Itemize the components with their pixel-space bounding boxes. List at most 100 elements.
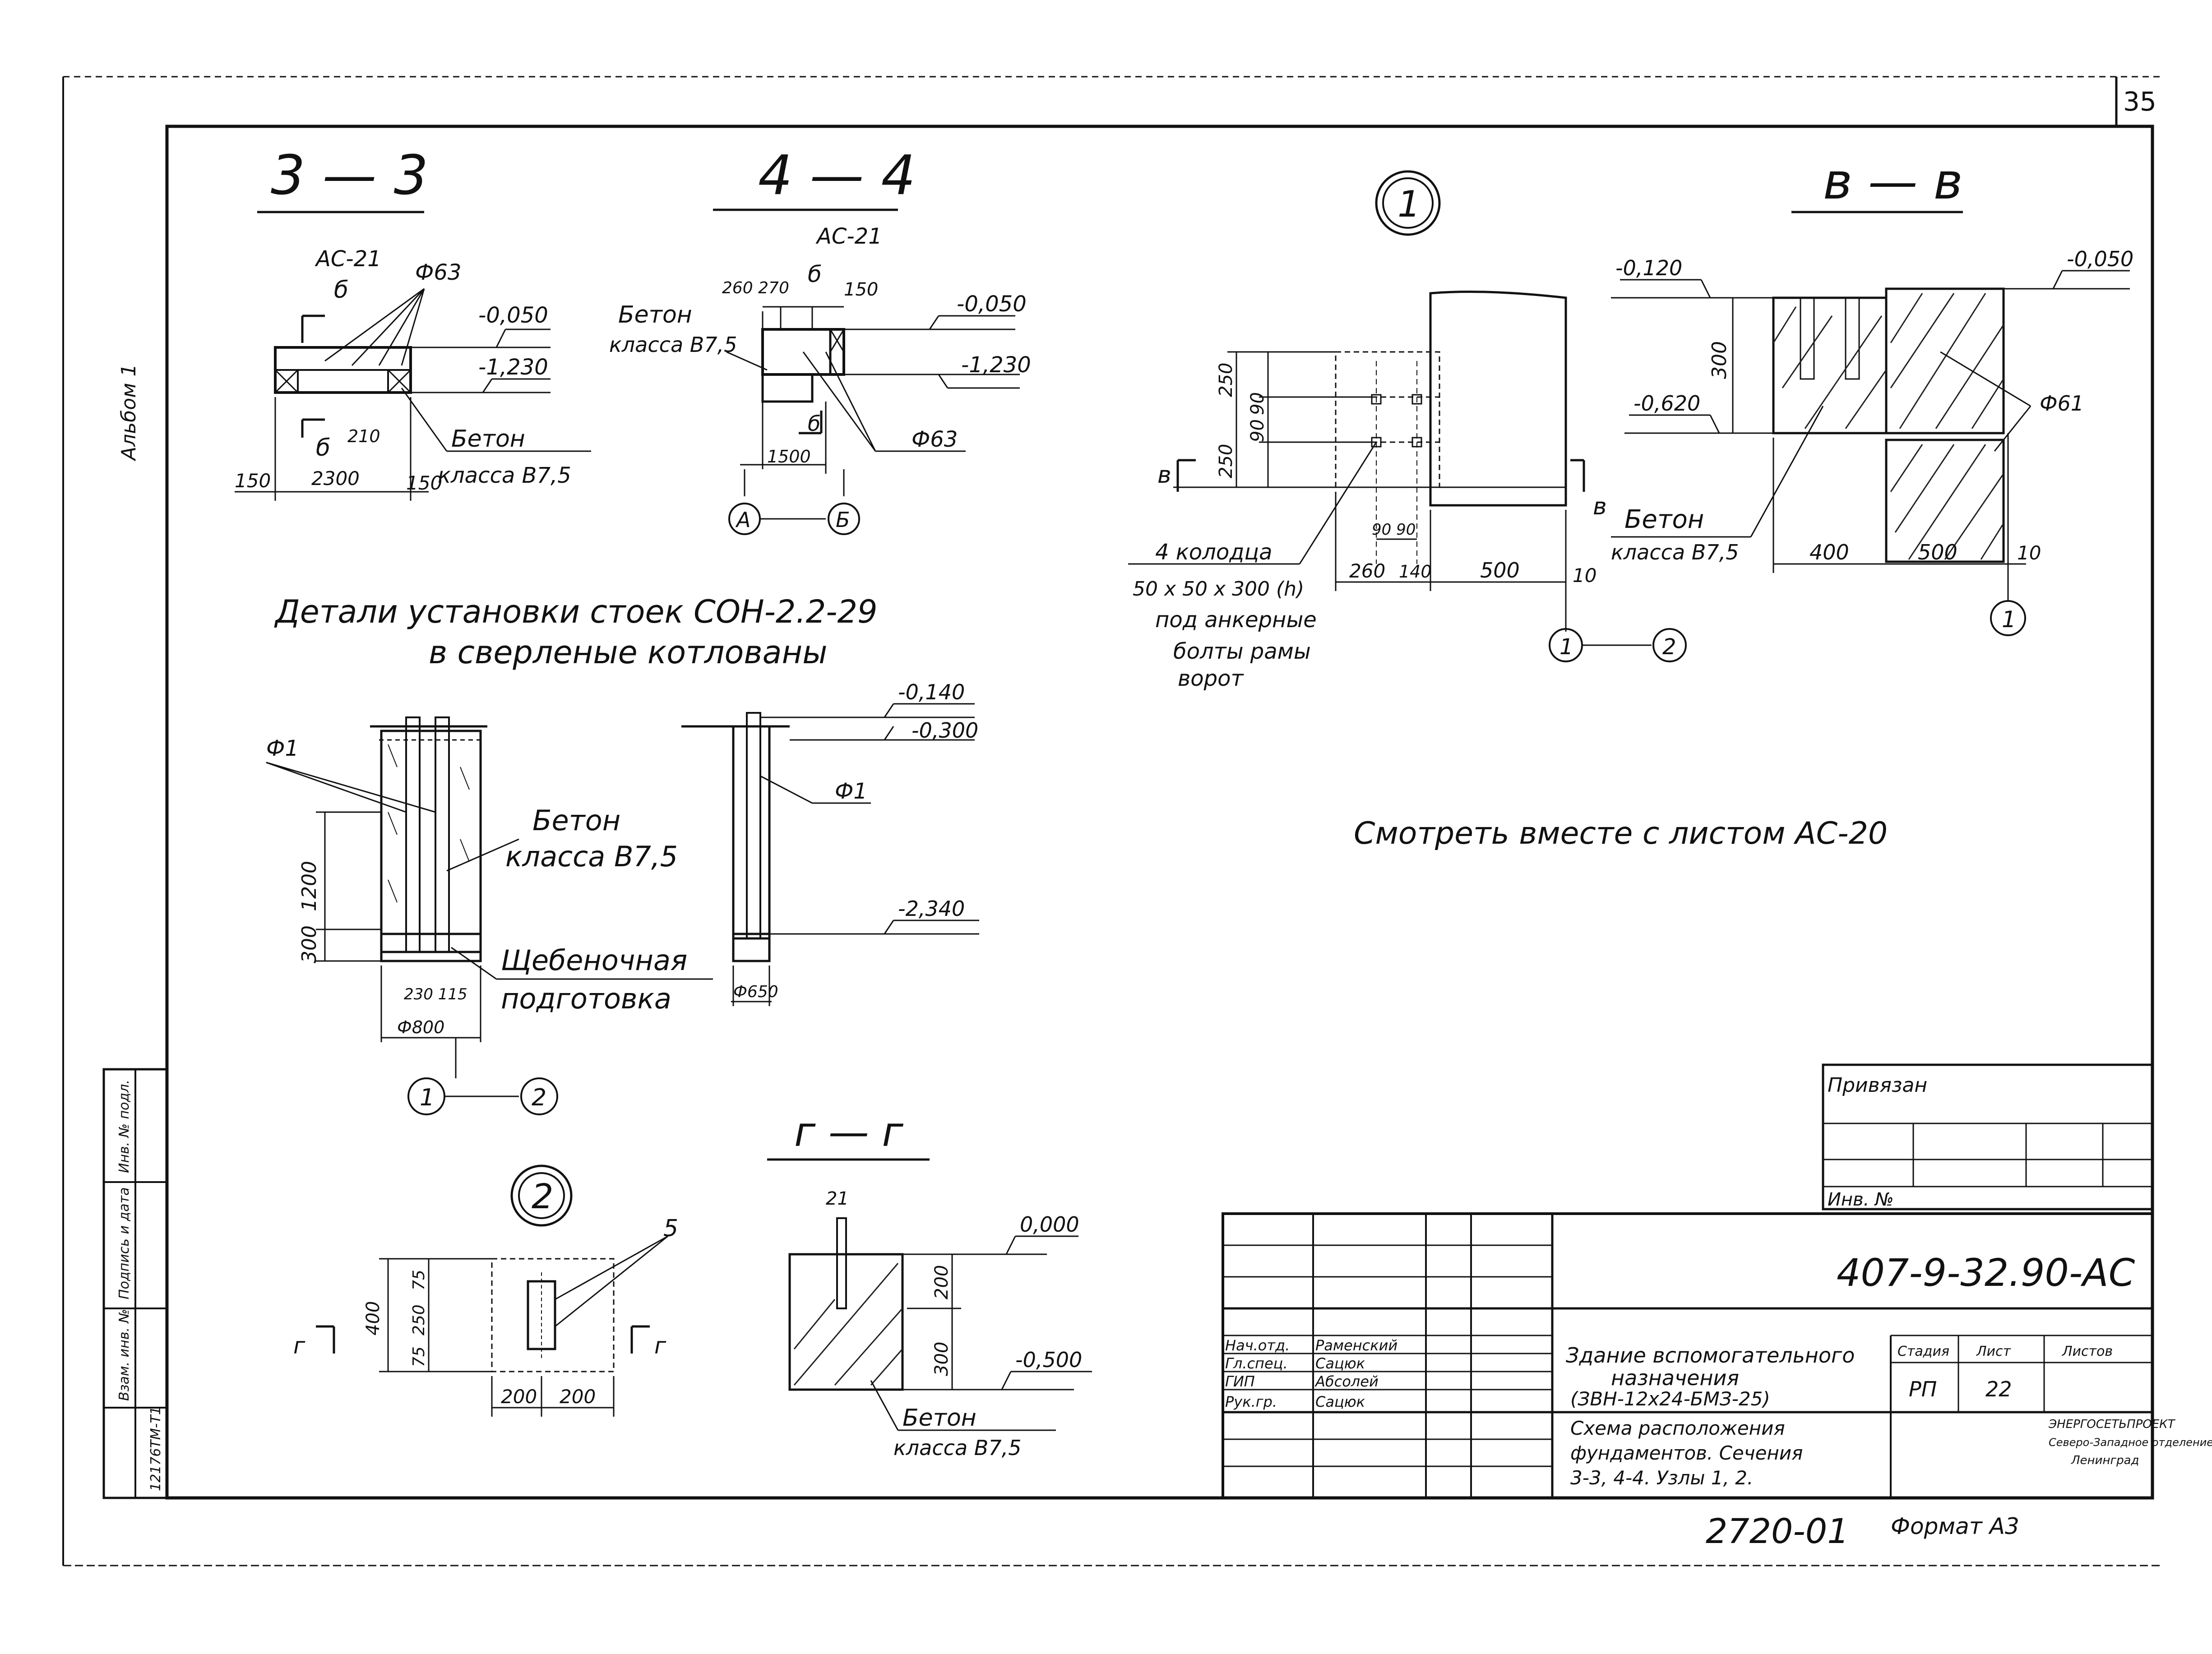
title-block-name-0: Раменский xyxy=(1315,1337,1398,1354)
section-v-v-axis-1: 1 xyxy=(2002,606,2016,633)
section-g-g-dim-200: 200 xyxy=(931,1265,952,1299)
section-v-v-level-1: -0,120 xyxy=(1615,256,1682,280)
node-1-dim-250-bottom: 250 xyxy=(1216,444,1236,478)
title-block-stage-label: Стадия xyxy=(1897,1344,1949,1359)
details-phi1-right: Ф1 xyxy=(835,779,867,804)
section-4-4-dim-150: 150 xyxy=(844,279,878,300)
left-strip xyxy=(102,1068,168,1499)
section-4-4-axis-a: А xyxy=(735,508,750,532)
title-block-sheet-desc-3: 3-3, 4-4. Узлы 1, 2. xyxy=(1570,1467,1753,1489)
node-1-label: 1 xyxy=(1398,183,1421,225)
title-block-org-2: Северо-Западное отделение xyxy=(2049,1436,2212,1449)
node-1-axis-1: 1 xyxy=(1560,634,1573,660)
section-v-v-dim-300: 300 xyxy=(1708,341,1731,379)
title-block-object-2: назначения xyxy=(1611,1366,1739,1390)
node-1-axis-2: 2 xyxy=(1662,634,1676,660)
details-axis-1: 1 xyxy=(420,1084,435,1111)
details-concrete: Бетон xyxy=(532,804,620,837)
title-block-role-1: Гл.спец. xyxy=(1225,1355,1288,1372)
title-block-name-2: Абсолей xyxy=(1314,1373,1379,1390)
section-g-g-title: г — г xyxy=(794,1109,904,1156)
section-4-4-concrete: Бетон xyxy=(618,301,692,328)
title-block-name-1: Сацюк xyxy=(1315,1355,1365,1372)
section-g-g-level-2: -0,500 xyxy=(1015,1348,1082,1372)
section-4-4-phi: Ф63 xyxy=(912,427,958,452)
section-v-v-dim-10: 10 xyxy=(2017,542,2041,564)
node-1-dim-90-a: 90 xyxy=(1247,392,1268,415)
format-label: Формат А3 xyxy=(1891,1513,2019,1539)
title-block-org-3: Ленинград xyxy=(2071,1454,2139,1467)
section-4-4-axis-b: Б xyxy=(836,508,850,532)
section-3-3-concrete-class: класса В7,5 xyxy=(438,463,571,488)
section-3-3-level-top: -0,050 xyxy=(478,303,548,328)
section-4-4-title: 4 — 4 xyxy=(758,144,916,207)
node-1-note-line-5: ворот xyxy=(1178,666,1244,691)
section-g-g: г — г 21 0,000 200 300 -0,500 Бетон клас… xyxy=(767,1109,1092,1460)
title-block-sheets-label: Листов xyxy=(2062,1344,2113,1359)
section-4-4-dim-top: 260 270 xyxy=(722,279,789,297)
node-1-dim-90-b: 90 xyxy=(1247,419,1268,442)
node-1-dim-140: 140 xyxy=(1399,562,1432,582)
title-block-role-3: Рук.гр. xyxy=(1225,1393,1277,1410)
title-block-code: 407-9-32.90-АС xyxy=(1837,1251,2135,1295)
details-gravel: Щебеночная xyxy=(501,944,687,977)
node-2-dim-400: 400 xyxy=(363,1301,384,1335)
section-3-3-concrete: Бетон xyxy=(451,425,525,453)
details-level-3: -2,340 xyxy=(898,896,965,921)
left-strip-zam: Взам. инв. № xyxy=(116,1309,132,1401)
node-2-label: 2 xyxy=(532,1176,553,1216)
node-1-note-line-1: 4 колодца xyxy=(1155,540,1272,565)
node-1-note-line-4: болты рамы xyxy=(1173,639,1311,664)
node-2-leader-5: 5 xyxy=(663,1215,678,1242)
node-2-dim-250: 250 xyxy=(410,1304,428,1335)
details-level-1: -0,140 xyxy=(898,680,965,704)
section-3-3-title: 3 — 3 xyxy=(271,144,428,207)
details-dim-bottom: 230 115 xyxy=(404,985,467,1003)
node-1-cut-right: в xyxy=(1593,493,1607,520)
section-v-v-title: в — в xyxy=(1823,152,1963,210)
section-g-g-concrete: Бетон xyxy=(902,1405,976,1432)
details-concrete-class: класса В7,5 xyxy=(505,840,678,873)
node-1: 1 250 90 90 250 в в 90 90 260 140 5 xyxy=(1128,170,1687,691)
title-block-sheet-desc-2: фундаментов. Сечения xyxy=(1570,1442,1803,1464)
bottom-code: 2720-01 xyxy=(1706,1511,1849,1551)
details-level-2: -0,300 xyxy=(912,718,978,743)
section-3-3: 3 — 3 АС-21 Ф63 б б 210 -0,050 -1,230 xyxy=(235,144,591,501)
title-block-role-2: ГИП xyxy=(1225,1373,1255,1390)
section-g-g-concrete-class: класса В7,5 xyxy=(893,1436,1021,1460)
section-v-v: в — в -0,120 -0,050 300 -0,620 xyxy=(1611,152,2133,636)
section-3-3-dim-150-left: 150 xyxy=(235,470,271,492)
details-dim-300: 300 xyxy=(298,925,321,963)
section-g-g-level-1: 0,000 xyxy=(1020,1212,1079,1237)
node-1-dim-10: 10 xyxy=(1573,564,1597,587)
node-2-dim-75-a: 75 xyxy=(410,1346,428,1367)
details-title-line-1: Детали установки стоек СОН-2.2-29 xyxy=(274,593,878,630)
section-3-3-cut-b-bottom: б xyxy=(316,434,330,462)
section-v-v-dim-500: 500 xyxy=(1918,540,1957,564)
title-block-stage: РП xyxy=(1909,1377,1937,1401)
section-v-v-phi: Ф61 xyxy=(2040,391,2084,416)
left-strip-sign: Подпись и дата xyxy=(116,1187,132,1300)
title-block-inv-no: Инв. № xyxy=(1828,1189,1894,1210)
node-2-cut-left: г xyxy=(293,1333,305,1359)
title-block-object-1: Здание вспомогательного xyxy=(1566,1343,1855,1368)
album-label: Альбом 1 xyxy=(117,364,140,462)
section-4-4-cut-b-bottom: б xyxy=(808,411,820,436)
details-dim-800: Ф800 xyxy=(397,1017,444,1037)
section-3-3-dim-150-right: 150 xyxy=(406,472,442,494)
node-1-dim-250-top: 250 xyxy=(1216,363,1236,397)
details-dim-1200: 1200 xyxy=(298,861,321,911)
title-block xyxy=(1222,1063,2154,1499)
see-also-note: Смотреть вместе с листом АС-20 xyxy=(1354,816,1888,851)
title-block-role-0: Нач.отд. xyxy=(1225,1337,1290,1354)
page-number: 35 xyxy=(2123,86,2156,117)
section-v-v-dim-400: 400 xyxy=(1809,540,1849,564)
pile-detail-left: Ф1 1200 300 230 115 Ф800 1 2 Бетон класс… xyxy=(266,716,713,1115)
section-4-4-level-top: -0,050 xyxy=(957,291,1027,317)
section-4-4-dim-1500: 1500 xyxy=(767,447,811,467)
section-4-4-concrete-class: класса В7,5 xyxy=(609,333,737,357)
node-2-dim-75-b: 75 xyxy=(410,1270,428,1290)
node-2: 2 5 400 75 250 75 200 200 г г xyxy=(293,1164,678,1417)
title-block-sheet-desc-1: Схема расположения xyxy=(1570,1417,1785,1439)
